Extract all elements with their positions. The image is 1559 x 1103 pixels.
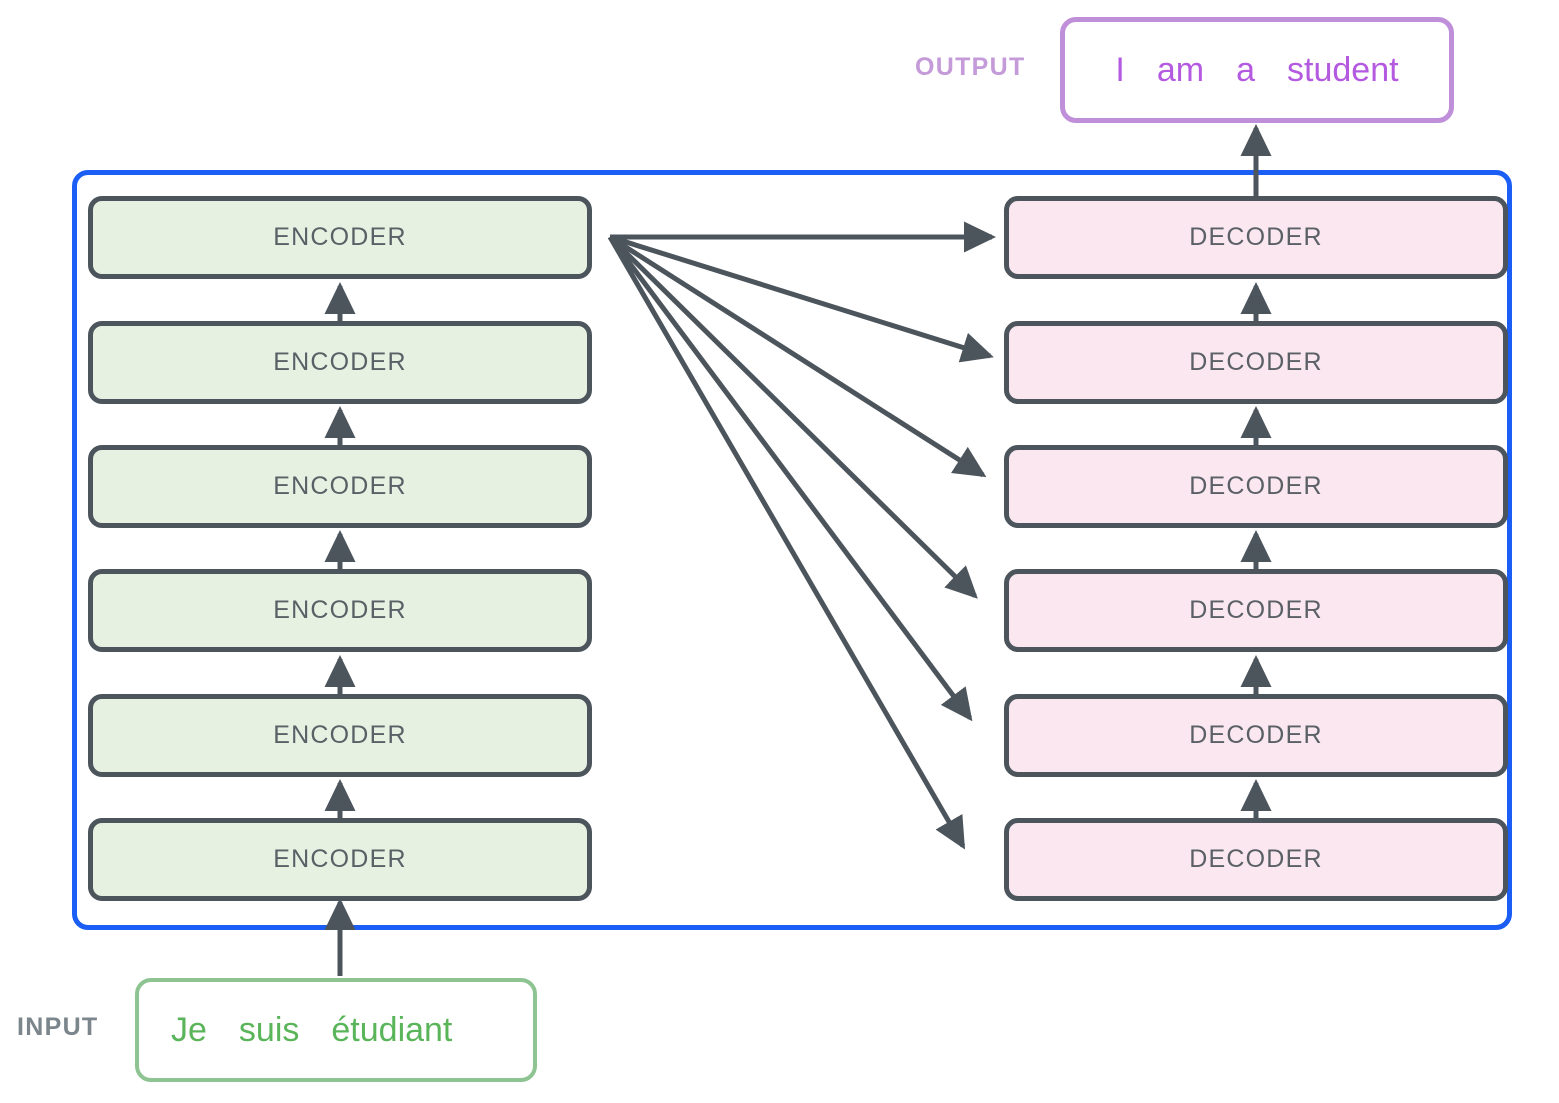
decoder-block-label: DECODER bbox=[1189, 472, 1323, 500]
encoder-block-label: ENCODER bbox=[273, 223, 407, 251]
input-token-box: Je suis étudiant bbox=[135, 978, 537, 1082]
encoder-block-4: ENCODER bbox=[88, 445, 592, 528]
encoder-block-6: ENCODER bbox=[88, 196, 592, 279]
encoder-block-label: ENCODER bbox=[273, 472, 407, 500]
output-token: student bbox=[1287, 50, 1399, 89]
decoder-block-4: DECODER bbox=[1004, 445, 1508, 528]
decoder-block-label: DECODER bbox=[1189, 348, 1323, 376]
transformer-model-frame bbox=[72, 170, 1512, 930]
output-token-box: I am a student bbox=[1060, 17, 1454, 123]
decoder-block-6: DECODER bbox=[1004, 196, 1508, 279]
encoder-block-label: ENCODER bbox=[273, 348, 407, 376]
encoder-block-5: ENCODER bbox=[88, 321, 592, 404]
decoder-block-2: DECODER bbox=[1004, 694, 1508, 777]
output-token: am bbox=[1156, 50, 1205, 89]
input-token: suis bbox=[238, 1010, 300, 1049]
output-token: I bbox=[1115, 50, 1125, 89]
decoder-block-3: DECODER bbox=[1004, 569, 1508, 652]
output-tokens: I am a student bbox=[1099, 51, 1414, 90]
decoder-block-label: DECODER bbox=[1189, 223, 1323, 251]
decoder-block-label: DECODER bbox=[1189, 721, 1323, 749]
encoder-block-label: ENCODER bbox=[273, 721, 407, 749]
decoder-block-1: DECODER bbox=[1004, 818, 1508, 901]
encoder-block-1: ENCODER bbox=[88, 818, 592, 901]
input-token: Je bbox=[171, 1010, 207, 1049]
output-label: OUTPUT bbox=[915, 53, 1026, 81]
encoder-block-2: ENCODER bbox=[88, 694, 592, 777]
encoder-block-label: ENCODER bbox=[273, 596, 407, 624]
input-tokens: Je suis étudiant bbox=[171, 1011, 484, 1050]
encoder-block-label: ENCODER bbox=[273, 845, 407, 873]
encoder-block-3: ENCODER bbox=[88, 569, 592, 652]
input-token: étudiant bbox=[331, 1010, 453, 1049]
input-label: INPUT bbox=[17, 1013, 99, 1041]
output-token: a bbox=[1236, 50, 1256, 89]
decoder-block-5: DECODER bbox=[1004, 321, 1508, 404]
decoder-block-label: DECODER bbox=[1189, 596, 1323, 624]
decoder-block-label: DECODER bbox=[1189, 845, 1323, 873]
